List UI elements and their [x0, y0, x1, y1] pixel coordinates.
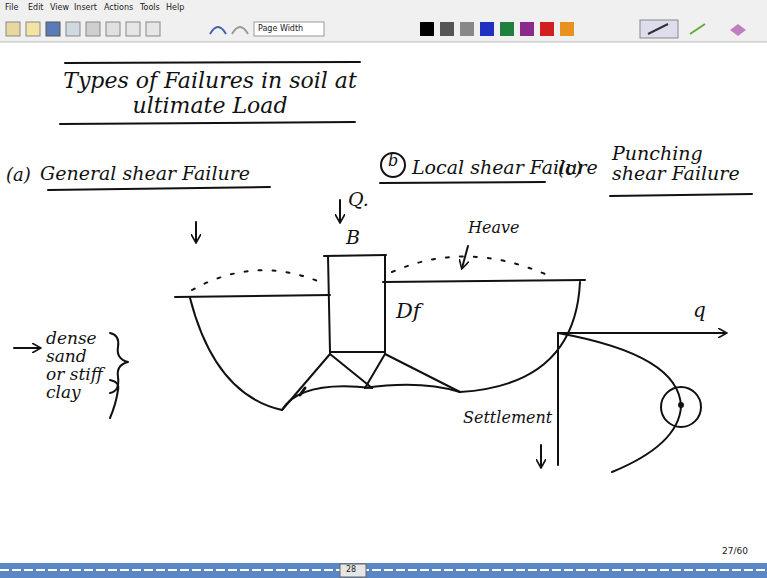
menu-item: File — [5, 3, 18, 12]
toolbar — [0, 0, 767, 42]
menu-item: View — [50, 3, 69, 12]
menu-item: Help — [166, 3, 184, 12]
menu-item: Actions — [104, 3, 133, 12]
axis-label: q — [693, 300, 706, 321]
item-marker: (c) — [558, 160, 582, 179]
failure-type: General shear Failure — [40, 164, 250, 184]
page-number: 27/60 — [722, 546, 748, 556]
depth-symbol: Df — [396, 300, 421, 322]
menu-item: Edit — [28, 3, 44, 12]
sketch — [14, 62, 752, 472]
page-heading: Types of Failures in soil at ultimate Lo… — [60, 68, 360, 119]
item-marker: b — [388, 153, 398, 170]
item-marker: (a) — [6, 166, 31, 185]
width-symbol: B — [346, 228, 360, 248]
heave-note: Heave — [468, 220, 519, 237]
page-bar — [0, 563, 767, 578]
page-tab: 28 — [346, 565, 356, 574]
toolbar-icons — [6, 20, 746, 38]
load-symbol: Q. — [348, 190, 369, 210]
failure-type: Punching shear Failure — [612, 144, 752, 184]
axis-label: Settlement — [463, 410, 552, 427]
menu-item: Insert — [74, 3, 97, 12]
zoom-box: Page Width — [258, 24, 303, 33]
menu-item: Tools — [140, 3, 160, 12]
soil-note: dense sand or stiff clay — [46, 330, 108, 401]
